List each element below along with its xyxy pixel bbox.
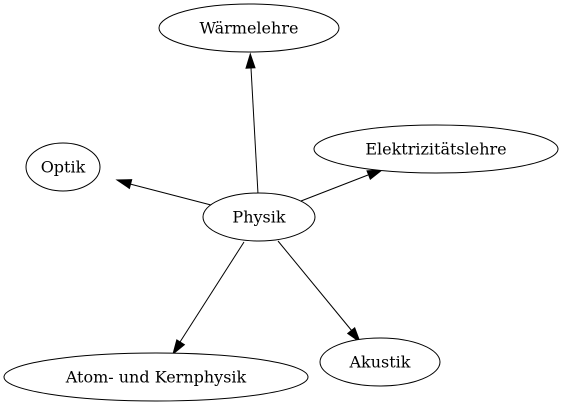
edge-physik-waermelehre [245, 52, 259, 195]
node-elektrizitaetslehre: Elektrizitätslehre [313, 124, 559, 174]
node-label: Elektrizitätslehre [365, 140, 506, 159]
arrowhead-icon [346, 326, 362, 344]
node-akustik: Akustik [319, 337, 441, 387]
edge-physik-elektrizitaetslehre [300, 169, 384, 202]
node-label: Wärmelehre [200, 19, 299, 38]
node-label: Akustik [348, 353, 410, 372]
node-label: Physik [232, 208, 285, 227]
edge-physik-akustik [277, 240, 362, 344]
nodes: Physik Wärmelehre Elektrizitätslehre Opt… [3, 3, 559, 402]
node-optik: Optik [25, 142, 101, 192]
arrowhead-icon [172, 339, 186, 356]
node-label: Optik [41, 158, 86, 177]
edges [115, 52, 384, 356]
node-physik: Physik [202, 192, 316, 242]
edge-physik-atom [172, 241, 245, 356]
node-waermelehre: Wärmelehre [158, 3, 340, 53]
node-label: Atom- und Kernphysik [65, 368, 247, 387]
arrowhead-icon [366, 169, 384, 181]
edge-physik-optik [115, 179, 212, 206]
node-atom-und-kernphysik: Atom- und Kernphysik [3, 352, 309, 402]
arrowhead-icon [115, 179, 133, 190]
arrowhead-icon [245, 52, 256, 69]
